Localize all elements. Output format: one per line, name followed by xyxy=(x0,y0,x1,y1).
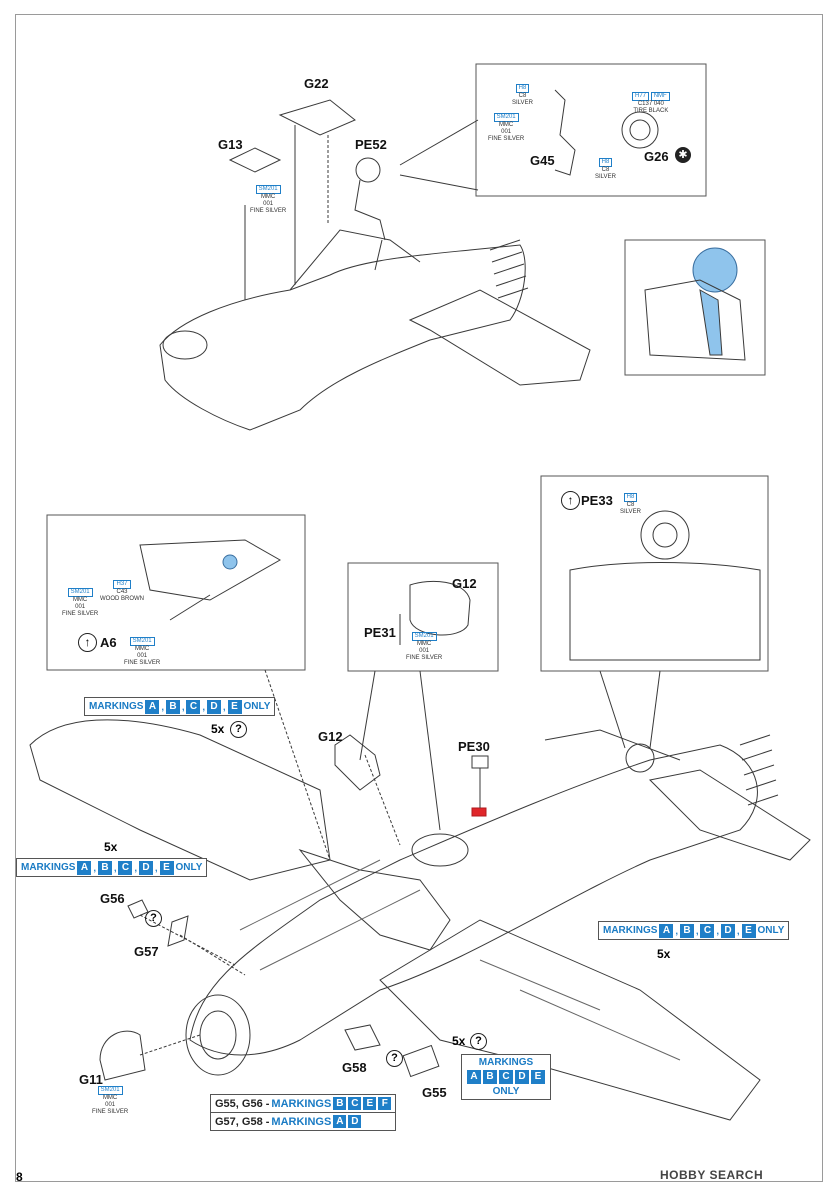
main-wing-right xyxy=(379,919,761,1121)
count-5x: 5x xyxy=(657,947,671,961)
g11-nose xyxy=(99,1030,146,1081)
label-g55: G55 xyxy=(422,1085,447,1100)
paint-callout-pe33: H8 C8 SILVER xyxy=(620,493,641,515)
top-fuselage xyxy=(159,244,526,431)
pe31-frame xyxy=(409,580,471,636)
top-wing-left xyxy=(289,229,421,291)
markings-bar: MARKINGS A, B, C, D, E ONLY xyxy=(84,697,276,716)
paint-callout-a6-wood: H37 C43 WOOD BROWN xyxy=(100,580,144,602)
legend-row-g57-g58: G57, G58 - MARKINGS A D xyxy=(211,1112,396,1130)
top-fin-slats xyxy=(489,239,529,299)
question-icon: ? xyxy=(386,1050,403,1067)
paint-callout-pe31: SM201 MMC 001 FINE SILVER xyxy=(406,632,443,661)
label-g22: G22 xyxy=(304,76,329,91)
label-g12: G12 xyxy=(318,729,343,744)
main-spinner xyxy=(185,994,251,1076)
count-5x: 5x xyxy=(104,840,118,854)
main-fin-slats xyxy=(739,734,779,806)
label-pe30: PE30 xyxy=(458,739,490,754)
label-a6: A6 xyxy=(100,635,117,650)
g12-canopy xyxy=(334,734,381,791)
paint-callout-g26-tire: H77 NMF C137 040 TIRE BLACK xyxy=(632,92,670,114)
g26-wheel xyxy=(621,111,659,149)
g22-part xyxy=(278,99,356,136)
markings-bar: MARKINGS A, B, C, D, E ONLY xyxy=(16,858,208,877)
paint-callout-g45-bottom: H8 C8 SILVER xyxy=(595,158,616,180)
paint-callout-a6-silver: SM201 MMC 001 FINE SILVER xyxy=(124,637,161,666)
page-frame xyxy=(15,14,823,1182)
main-intake-top xyxy=(411,833,469,867)
label-g12-inset: G12 xyxy=(452,576,477,591)
g13-part xyxy=(228,147,282,173)
top-wing-right xyxy=(408,289,591,386)
top-intake xyxy=(162,330,208,360)
pe30-red xyxy=(471,807,487,817)
question-icon: ? xyxy=(230,721,247,738)
main-tail xyxy=(648,769,811,861)
markings-legend: G55, G56 - MARKINGS B C E F G57, G58 - M… xyxy=(210,1094,397,1131)
flip-arrow-icon: ↑ xyxy=(561,491,580,510)
paint-callout-g45-top: H8 C8 SILVER xyxy=(512,84,533,106)
watermark: HOBBY SEARCH xyxy=(660,1168,764,1182)
label-g58: G58 xyxy=(342,1060,367,1075)
paint-callout-g11: SM201 MMC 001 FINE SILVER xyxy=(92,1086,129,1115)
blue-wheel xyxy=(692,247,738,293)
paint-callout-a6-silver: SM201 MMC 001 FINE SILVER xyxy=(62,588,99,617)
label-g26: G26 xyxy=(644,149,669,164)
question-icon: ? xyxy=(145,910,162,927)
g57-strip xyxy=(167,915,189,947)
markings-stack: MARKINGS A B C D E ONLY xyxy=(461,1054,551,1100)
label-pe52: PE52 xyxy=(355,137,387,152)
pe52-wheel xyxy=(355,157,381,183)
legend-row-g55-g56: G55, G56 - MARKINGS B C E F xyxy=(211,1095,395,1112)
pe30-part xyxy=(471,755,489,769)
count-5x: 5x xyxy=(211,722,225,736)
markings-bar: MARKINGS A, B, C, D, E ONLY xyxy=(598,921,790,940)
label-g45: G45 xyxy=(530,153,555,168)
label-pe31: PE31 xyxy=(364,625,396,640)
g55-grille xyxy=(402,1044,440,1078)
main-stab xyxy=(544,729,681,761)
g45-strut xyxy=(554,89,576,176)
flip-arrow-icon: ↑ xyxy=(78,633,97,652)
page-number: 8 xyxy=(16,1170,23,1184)
no-cement-icon: ✱ xyxy=(675,147,691,163)
question-icon: ? xyxy=(470,1033,487,1050)
label-g11: G11 xyxy=(79,1072,103,1087)
paint-callout-g13: SM201 MMC 001 FINE SILVER xyxy=(250,185,287,214)
pe33-wheel xyxy=(640,510,690,560)
g58-part xyxy=(344,1024,381,1051)
main-gear-wheel xyxy=(625,743,655,773)
main-cockpit xyxy=(298,848,451,951)
label-g13: G13 xyxy=(218,137,243,152)
paint-callout-g45-left: SM201 MMC 001 FINE SILVER xyxy=(488,113,525,142)
label-pe33: PE33 xyxy=(581,493,613,508)
main-fuselage xyxy=(189,744,758,1056)
main-wing-left xyxy=(29,719,331,881)
label-g56: G56 xyxy=(100,891,125,906)
label-g57: G57 xyxy=(134,944,159,959)
count-5x: 5x xyxy=(452,1034,466,1048)
